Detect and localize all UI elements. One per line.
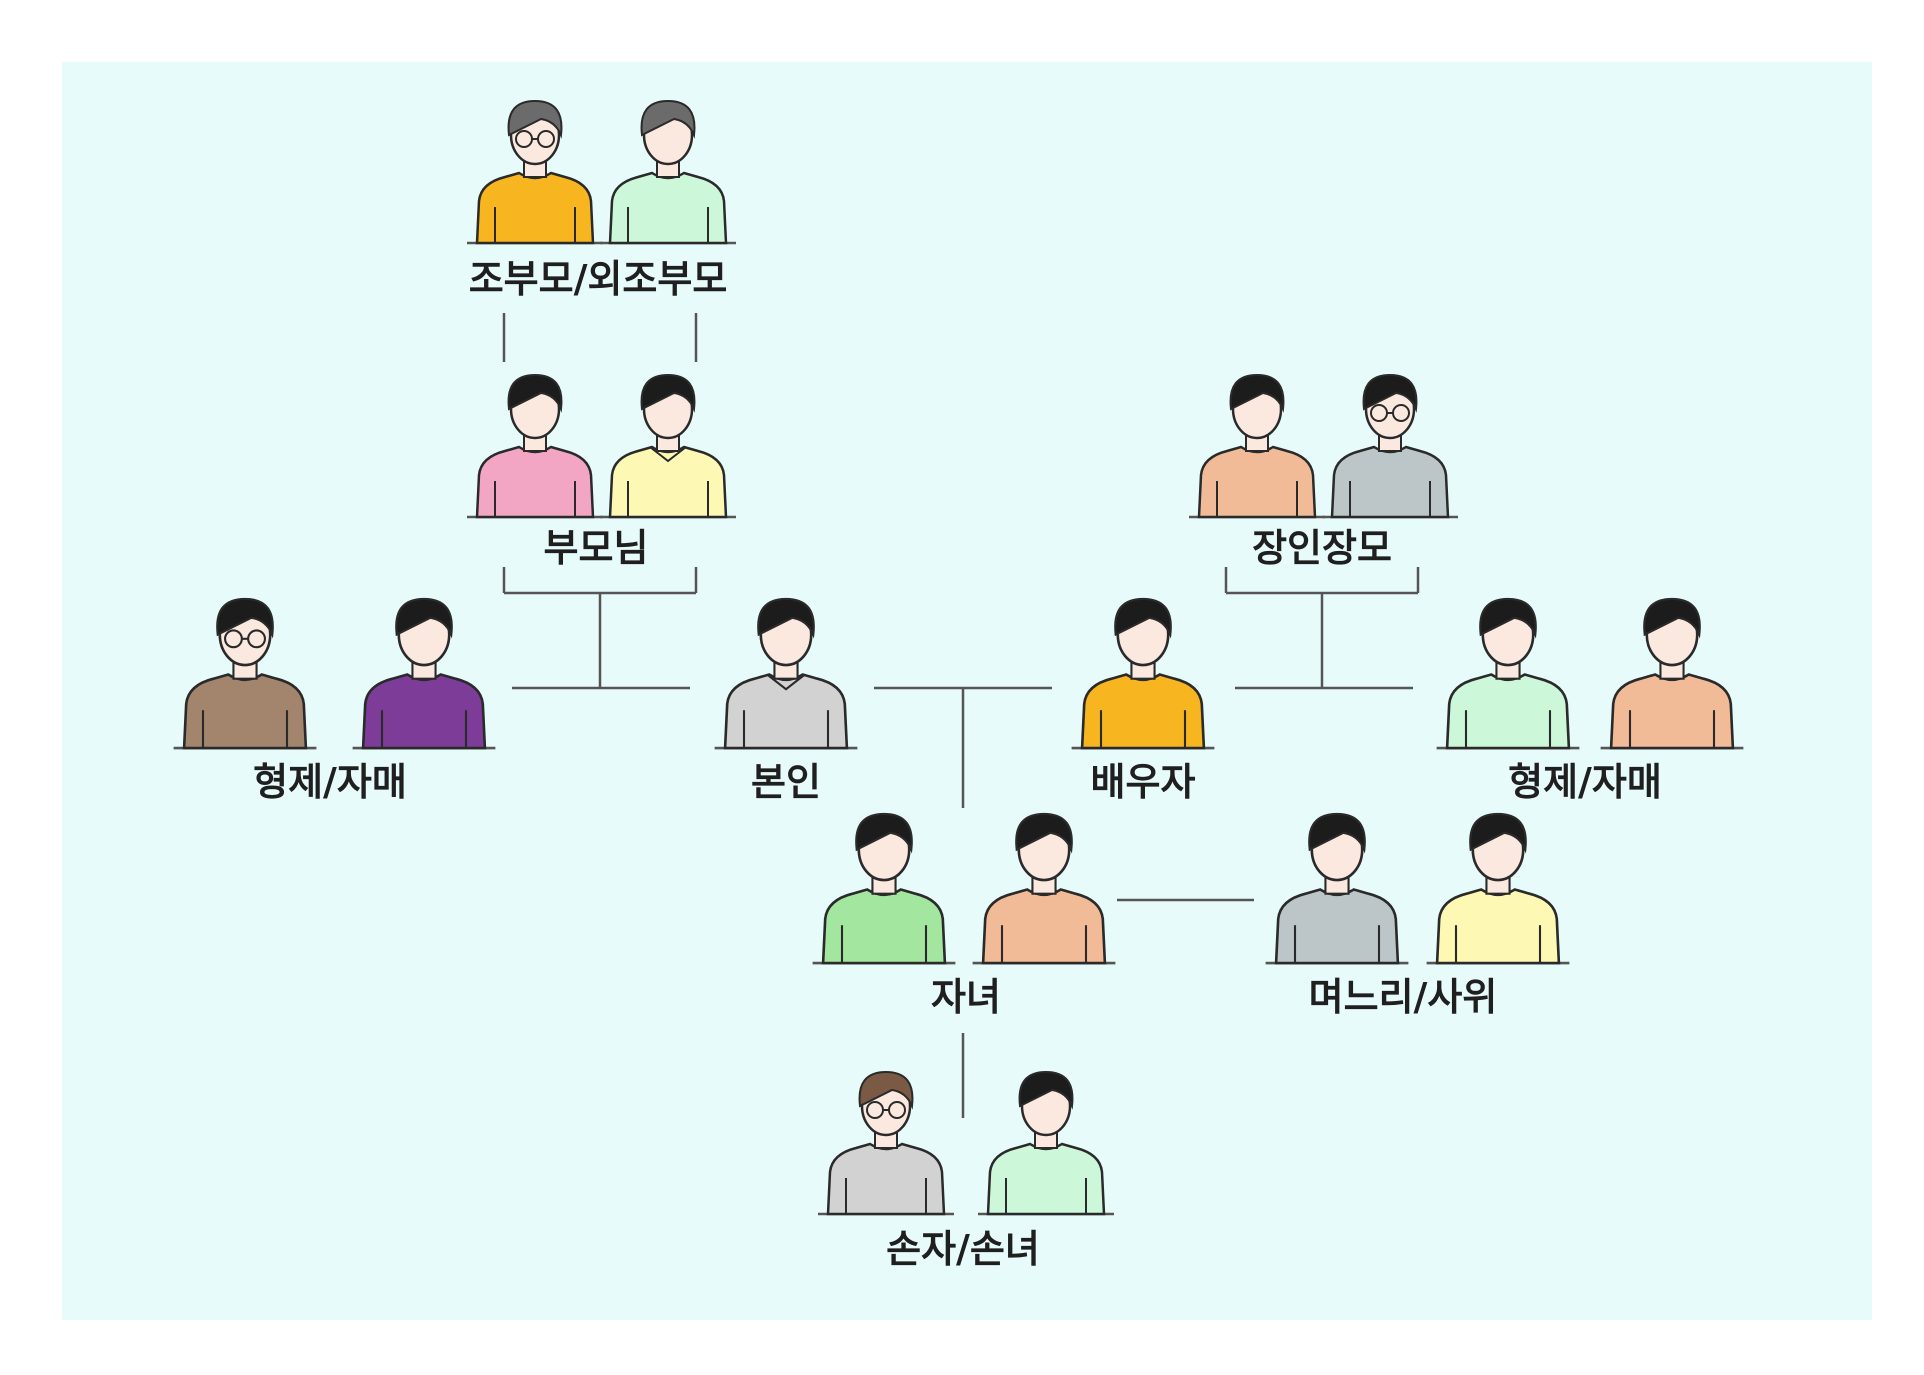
- group-siblings-right: [1436, 597, 1744, 750]
- label-parents: 부모님: [544, 526, 649, 570]
- people-layer: [173, 99, 1744, 1216]
- glasses-icon: [515, 130, 555, 148]
- hair: [216, 597, 274, 639]
- diagram-background: [62, 62, 1872, 1320]
- person-daughter: [972, 812, 1116, 965]
- person-son-in-law: [1265, 812, 1409, 965]
- connector-lines: [502, 313, 1420, 1118]
- hair: [1362, 373, 1418, 413]
- label-self: 본인: [751, 760, 821, 804]
- group-self: [714, 597, 858, 750]
- hair: [757, 597, 815, 639]
- hair: [395, 597, 453, 639]
- hair: [507, 99, 563, 139]
- person-self: [714, 597, 858, 750]
- group-spouse: [1071, 597, 1215, 750]
- label-grandchildren: 손자/손녀: [886, 1227, 1040, 1271]
- label-grandparents: 조부모/외조부모: [469, 257, 728, 301]
- person-grandparent-1: [467, 99, 603, 245]
- label-children-in-law: 며느리/사위: [1309, 975, 1498, 1019]
- hair: [640, 99, 696, 139]
- label-siblings-right: 형제/자매: [1508, 760, 1662, 804]
- person-sister: [352, 597, 496, 750]
- person-granddaughter: [978, 1070, 1114, 1216]
- label-in-laws: 장인장모: [1252, 526, 1392, 570]
- group-children: [812, 812, 1116, 965]
- hair: [640, 373, 696, 413]
- collar: [649, 446, 687, 463]
- person-grandson: [818, 1070, 954, 1216]
- person-son: [812, 812, 956, 965]
- hair: [1229, 373, 1285, 413]
- label-spouse: 배우자: [1091, 760, 1196, 804]
- glasses-icon: [1370, 404, 1410, 422]
- person-sibling-1: [1436, 597, 1580, 750]
- label-siblings-left: 형제/자매: [253, 760, 407, 804]
- person-daughter-in-law: [1426, 812, 1570, 965]
- hair: [1015, 812, 1073, 854]
- person-grandparent-2: [600, 99, 736, 245]
- person-spouse: [1071, 597, 1215, 750]
- group-parents: [467, 373, 736, 519]
- glasses-icon: [866, 1101, 906, 1119]
- person-in-law-1: [1189, 373, 1325, 519]
- hair: [855, 812, 913, 854]
- hair: [1114, 597, 1172, 639]
- person-father: [600, 373, 736, 519]
- collar: [766, 673, 806, 691]
- group-grandchildren: [818, 1070, 1114, 1216]
- group-children-in-law: [1265, 812, 1570, 965]
- hair: [1308, 812, 1366, 854]
- glasses-icon: [224, 629, 266, 649]
- hair: [1018, 1070, 1074, 1110]
- group-in-laws: [1189, 373, 1458, 519]
- hair: [1643, 597, 1701, 639]
- hair: [1479, 597, 1537, 639]
- person-mother: [467, 373, 603, 519]
- person-sibling-2: [1600, 597, 1744, 750]
- person-in-law-2: [1322, 373, 1458, 519]
- group-siblings-left: [173, 597, 496, 750]
- group-grandparents: [467, 99, 736, 245]
- person-brother: [173, 597, 317, 750]
- hair: [1469, 812, 1527, 854]
- hair: [507, 373, 563, 413]
- label-children: 자녀: [931, 975, 1001, 1019]
- hair: [858, 1070, 914, 1110]
